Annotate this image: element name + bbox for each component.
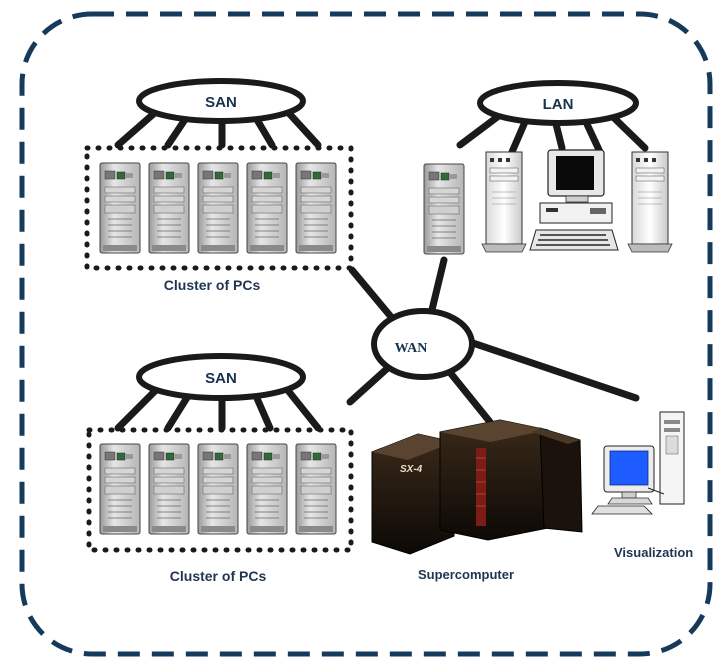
wan-network: WAN <box>371 308 475 380</box>
supercomputer-label: Supercomputer <box>418 567 514 582</box>
pc-tower-icon <box>148 162 190 254</box>
san-bottom-network: SAN <box>136 353 306 401</box>
pc-tower-icon <box>295 443 337 535</box>
workstation-tower-icon <box>481 151 527 253</box>
lan-label: LAN <box>543 96 574 113</box>
san-top-label: SAN <box>205 94 237 111</box>
visualization-label: Visualization <box>614 545 693 560</box>
visualization-workstation-icon: Visualization <box>591 411 693 560</box>
cluster-bottom-label: Cluster of PCs <box>170 568 267 584</box>
pc-tower-icon <box>246 443 288 535</box>
pc-tower-icon <box>99 162 141 254</box>
san-top-network: SAN <box>136 78 306 124</box>
pc-tower-icon <box>295 162 337 254</box>
cluster-top-label: Cluster of PCs <box>164 277 261 293</box>
grid-boundary <box>19 11 713 657</box>
pc-tower-icon <box>246 162 288 254</box>
wan-label: WAN <box>395 341 428 356</box>
lan-network: LAN <box>477 80 639 126</box>
cluster-top: Cluster of PCs <box>84 145 354 293</box>
cluster-bottom: Cluster of PCs <box>86 427 354 584</box>
network-links <box>114 106 649 432</box>
supercomputer-icon: SX-4 Supercomputer <box>371 419 583 582</box>
pc-tower-icon <box>148 443 190 535</box>
pc-tower-icon <box>99 443 141 535</box>
desktop-computer-icon <box>529 149 619 251</box>
cluster-bottom-boundary <box>86 427 354 553</box>
supercomputer-badge: SX-4 <box>400 464 423 475</box>
pc-tower-icon <box>197 162 239 254</box>
san-bottom-label: SAN <box>205 370 237 387</box>
cluster-top-boundary <box>84 145 354 271</box>
lan-devices <box>423 149 673 255</box>
pc-tower-icon <box>197 443 239 535</box>
pc-tower-icon <box>423 163 465 255</box>
workstation-tower-icon <box>627 151 673 253</box>
